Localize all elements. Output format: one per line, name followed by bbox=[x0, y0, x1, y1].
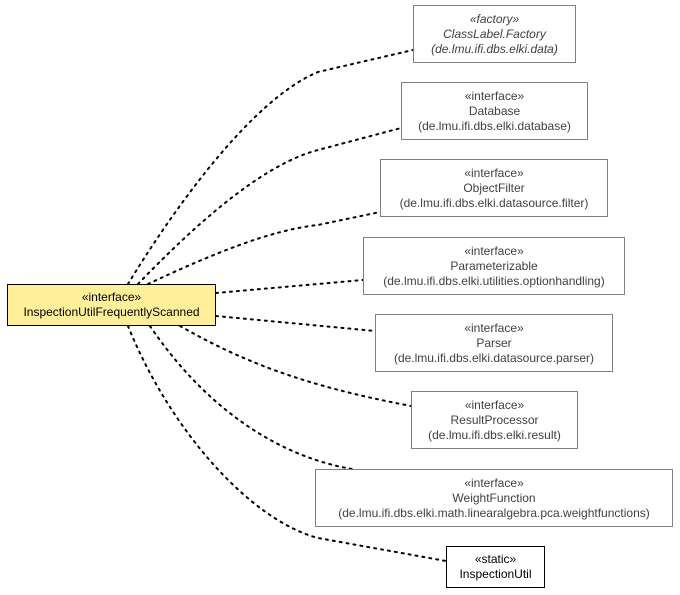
edge-to-objectfilter bbox=[147, 211, 381, 285]
class-package: (de.lmu.ifi.dbs.elki.utilities.optionhan… bbox=[383, 273, 605, 288]
class-package: (de.lmu.ifi.dbs.elki.datasource.filter) bbox=[399, 195, 589, 210]
class-box-inspectionutil[interactable]: «static» InspectionUtil bbox=[446, 546, 545, 588]
class-name: Parameterizable bbox=[450, 258, 538, 273]
class-stereotype: «interface» bbox=[464, 320, 524, 335]
class-name: WeightFunction bbox=[452, 490, 536, 505]
class-stereotype: «interface» bbox=[464, 475, 524, 490]
class-name: ClassLabel.Factory bbox=[443, 26, 546, 41]
class-stereotype: «interface» bbox=[464, 88, 525, 103]
edge-to-database bbox=[137, 127, 402, 285]
edge-to-weightfunction bbox=[149, 325, 353, 470]
class-stereotype: «interface» bbox=[464, 243, 524, 258]
class-name: InspectionUtil bbox=[459, 567, 532, 581]
class-package: (de.lmu.ifi.dbs.elki.math.linearalgebra.… bbox=[338, 505, 650, 520]
class-box-parser[interactable]: «interface» Parser (de.lmu.ifi.dbs.elki.… bbox=[375, 314, 613, 372]
class-package: (de.lmu.ifi.dbs.elki.datasource.parser) bbox=[393, 350, 595, 365]
class-box-parameterizable[interactable]: «interface» Parameterizable (de.lmu.ifi.… bbox=[363, 237, 625, 295]
class-stereotype: «interface» bbox=[81, 290, 142, 304]
edge-to-inspectionutil bbox=[127, 325, 447, 562]
class-name: InspectionUtilFrequentlyScanned bbox=[23, 305, 200, 319]
class-package: (de.lmu.ifi.dbs.elki.data) bbox=[431, 41, 558, 56]
class-stereotype: «interface» bbox=[464, 397, 525, 412]
class-stereotype: «factory» bbox=[469, 11, 520, 26]
class-box-database[interactable]: «interface» Database (de.lmu.ifi.dbs.elk… bbox=[401, 82, 588, 140]
edge-to-classlabel-factory bbox=[127, 49, 414, 285]
edge-to-parameterizable bbox=[215, 279, 364, 294]
class-package: (de.lmu.ifi.dbs.elki.result) bbox=[428, 427, 561, 442]
class-box-weightfunction[interactable]: «interface» WeightFunction (de.lmu.ifi.d… bbox=[315, 469, 673, 527]
edge-to-resultprocessor bbox=[179, 325, 412, 407]
class-name: Parser bbox=[476, 335, 512, 350]
class-box-objectfilter[interactable]: «interface» ObjectFilter (de.lmu.ifi.dbs… bbox=[380, 159, 608, 217]
class-name: ResultProcessor bbox=[450, 412, 539, 427]
class-box-resultprocessor[interactable]: «interface» ResultProcessor (de.lmu.ifi.… bbox=[411, 391, 578, 449]
edge-to-parser bbox=[215, 315, 376, 332]
class-name: ObjectFilter bbox=[463, 180, 525, 195]
class-box-inspectionutilfrequentlyscanned[interactable]: «interface» InspectionUtilFrequentlyScan… bbox=[7, 284, 216, 326]
class-stereotype: «interface» bbox=[464, 165, 524, 180]
class-name: Database bbox=[468, 103, 521, 118]
class-stereotype: «static» bbox=[474, 552, 517, 566]
class-package: (de.lmu.ifi.dbs.elki.database) bbox=[418, 118, 571, 133]
class-box-classlabel-factory[interactable]: «factory» ClassLabel.Factory (de.lmu.ifi… bbox=[413, 5, 576, 63]
